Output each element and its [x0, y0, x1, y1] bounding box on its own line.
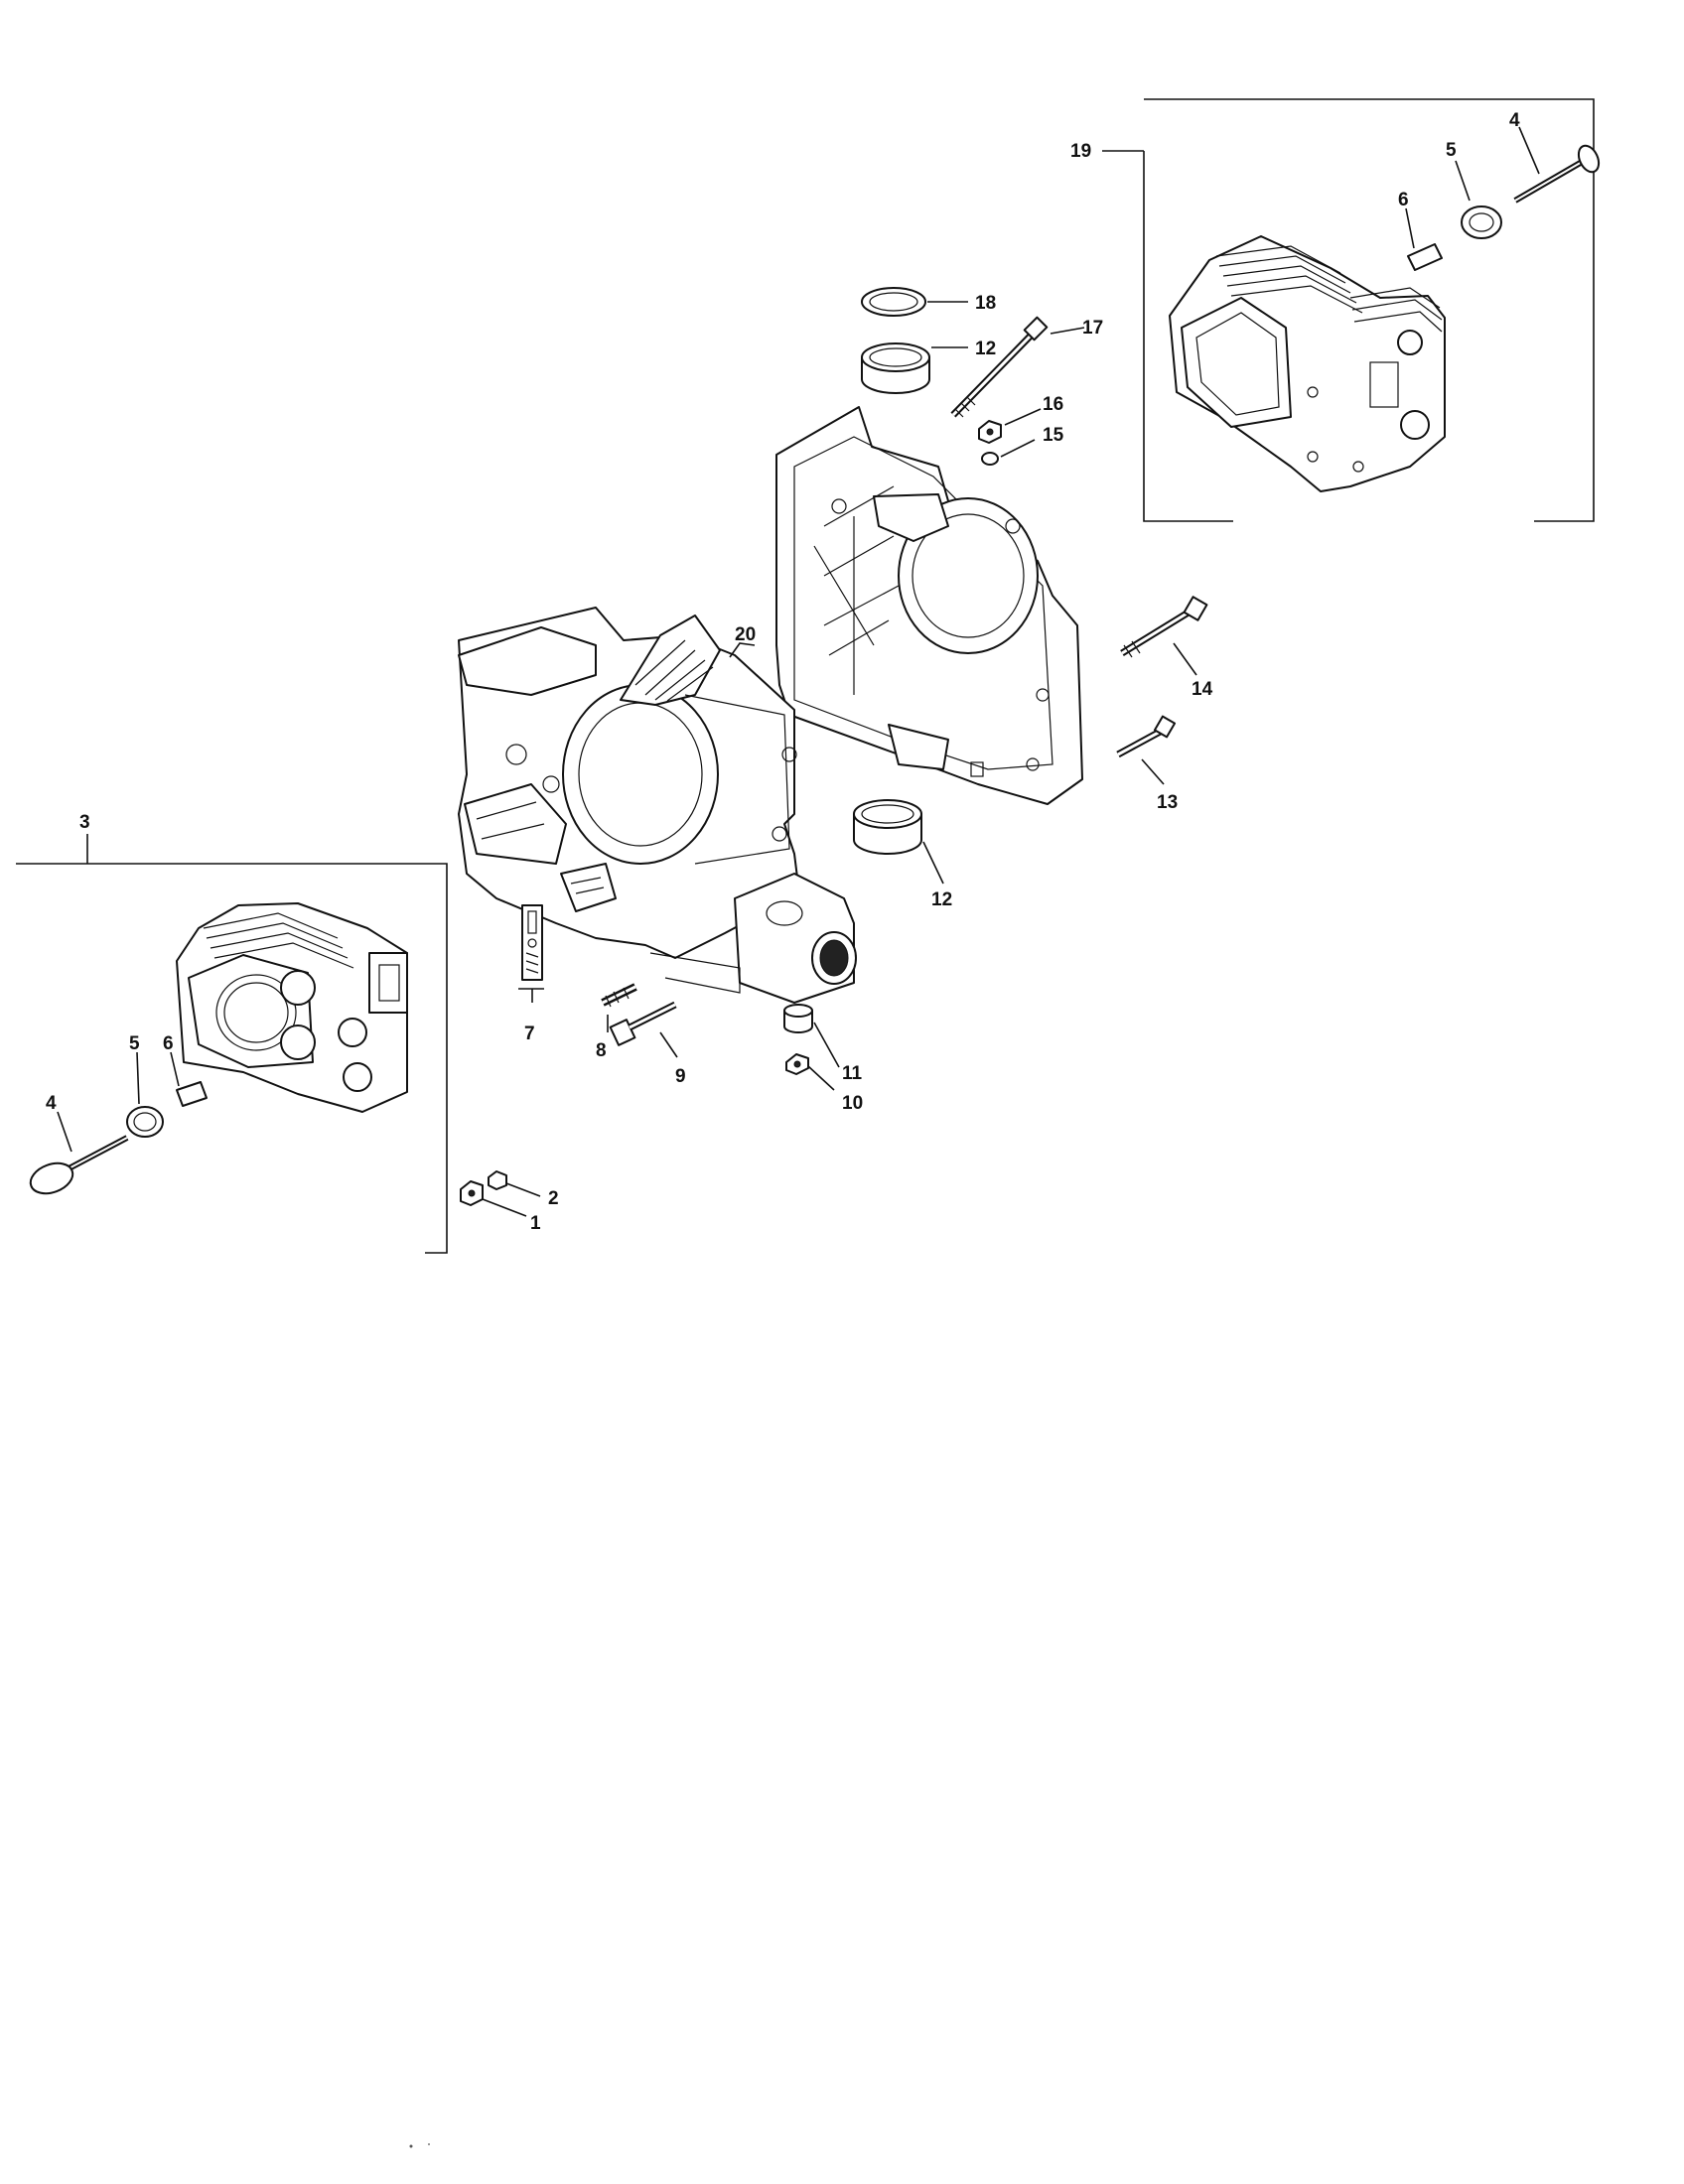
leader-5-left [136, 1051, 140, 1105]
leader-13 [1141, 758, 1165, 785]
leader-14 [1173, 642, 1197, 676]
oil-pressure-relief-7 [521, 904, 543, 981]
cylinder-head-group-19: 19 4 5 6 [1070, 98, 1601, 522]
nut-1 [460, 1180, 484, 1206]
valve-guide-left [176, 1081, 208, 1107]
leader-16 [1004, 408, 1042, 426]
leader-17 [1050, 327, 1085, 335]
cylinder-head-group-3: 3 4 5 6 [16, 812, 448, 1254]
callout-4-left: 4 [46, 1093, 57, 1114]
callout-8: 8 [596, 1040, 607, 1061]
valve-right [1513, 144, 1601, 204]
callout-6-left: 6 [163, 1033, 174, 1054]
group-3-bracket [16, 863, 448, 1254]
leader-4-right [1518, 126, 1540, 175]
callout-13: 13 [1157, 792, 1178, 813]
callout-5-right: 5 [1446, 140, 1457, 161]
callout-11: 11 [842, 1063, 863, 1084]
valve-seat-right [1461, 205, 1502, 239]
leader-15 [1000, 439, 1036, 458]
nut-16 [978, 420, 1002, 444]
speck [409, 2144, 413, 2148]
leader-1 [482, 1198, 527, 1217]
callout-16: 16 [1043, 394, 1063, 415]
callout-15: 15 [1043, 425, 1064, 446]
callout-10: 10 [842, 1093, 863, 1114]
seal-18 [861, 287, 926, 317]
cylinder-head-left [176, 902, 408, 1113]
callout-1: 1 [530, 1213, 541, 1234]
valve-guide-right [1407, 243, 1443, 271]
callout-20: 20 [735, 624, 756, 645]
leader-12-bottom [922, 841, 944, 885]
washer-15 [981, 452, 999, 466]
speck [428, 2143, 430, 2145]
callout-4-right: 4 [1509, 110, 1520, 131]
leader-20 [729, 642, 756, 658]
callout-12-bottom: 12 [931, 889, 952, 910]
valve-seat-left [126, 1106, 164, 1138]
bolt-14 [1120, 596, 1208, 658]
bolt-17 [950, 316, 1049, 418]
leader-11 [813, 1022, 840, 1068]
plug-11 [783, 1004, 813, 1033]
bolt-9 [609, 1001, 677, 1046]
bearing-12-bottom [853, 799, 922, 855]
crankcase-rear [775, 406, 1083, 805]
callout-12-top: 12 [975, 339, 996, 359]
leader-10 [807, 1065, 835, 1091]
leader-2 [505, 1182, 541, 1197]
callout-3: 3 [79, 812, 90, 833]
callout-14: 14 [1192, 679, 1213, 700]
leader-6-right [1405, 207, 1415, 249]
bolt-13 [1116, 715, 1177, 758]
leader-9 [659, 1031, 678, 1058]
callout-2: 2 [548, 1188, 559, 1209]
leader-5-right [1455, 160, 1471, 202]
callout-9: 9 [675, 1066, 686, 1087]
cylinder-head-right [1169, 235, 1446, 492]
callout-6-right: 6 [1398, 190, 1409, 210]
plug-2 [488, 1170, 507, 1190]
callout-5-left: 5 [129, 1033, 140, 1054]
valve-left [29, 1135, 129, 1195]
washer-10 [785, 1053, 809, 1075]
leader-6-left [170, 1051, 180, 1087]
callout-19: 19 [1070, 141, 1091, 162]
group-19-bracket-top [1144, 98, 1595, 522]
crankcase-front [458, 607, 857, 1004]
leader-4-left [57, 1111, 72, 1153]
group-19-bracket [1143, 151, 1233, 522]
callout-17: 17 [1082, 318, 1103, 339]
stud-8 [601, 983, 637, 1008]
callout-7: 7 [524, 1024, 535, 1044]
bearing-12-top [861, 342, 930, 394]
callout-18: 18 [975, 293, 996, 314]
